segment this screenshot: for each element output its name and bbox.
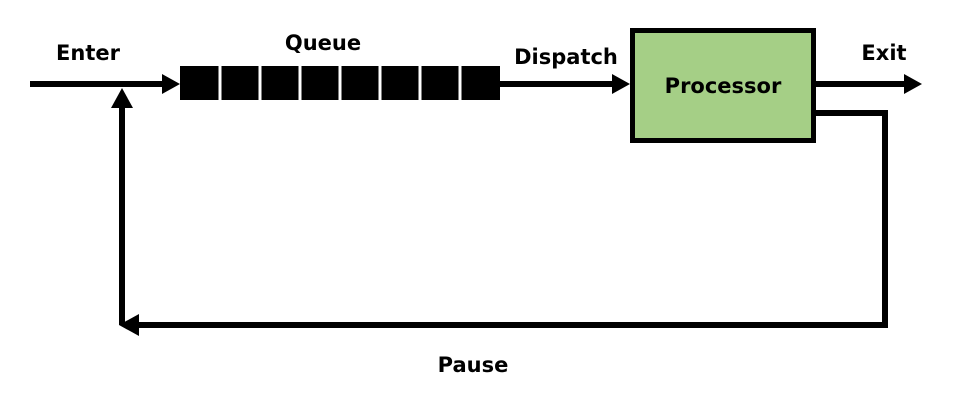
dispatch-edge bbox=[500, 74, 630, 94]
exit-edge bbox=[816, 74, 922, 94]
queue-cell bbox=[460, 66, 500, 100]
processor-label: Processor bbox=[665, 74, 782, 98]
queue-cell bbox=[420, 66, 460, 100]
exit-label: Exit bbox=[861, 41, 906, 65]
enter-edge bbox=[30, 74, 180, 94]
queue-node bbox=[180, 66, 500, 100]
enter-arrowhead-icon bbox=[162, 74, 180, 94]
processor-box bbox=[630, 28, 816, 143]
queue-cell bbox=[340, 66, 380, 100]
queue-cell bbox=[380, 66, 420, 100]
dispatch-arrowhead-icon bbox=[612, 74, 630, 94]
enter-label: Enter bbox=[56, 41, 121, 65]
queue-cell bbox=[300, 66, 340, 100]
pause-feedback-path bbox=[134, 110, 888, 328]
dispatch-label: Dispatch bbox=[514, 45, 618, 69]
processor-node bbox=[630, 28, 816, 143]
pause-label: Pause bbox=[438, 353, 509, 377]
exit-arrowhead-icon bbox=[904, 74, 922, 94]
queue-cell bbox=[260, 66, 300, 100]
pause-arrowhead-up-icon bbox=[111, 88, 133, 108]
pause-arrowhead-left-icon bbox=[119, 314, 139, 336]
pause-feedback-edge bbox=[111, 88, 888, 336]
queue-cell bbox=[220, 66, 260, 100]
queue-cell bbox=[180, 66, 220, 100]
queue-label: Queue bbox=[285, 31, 361, 55]
